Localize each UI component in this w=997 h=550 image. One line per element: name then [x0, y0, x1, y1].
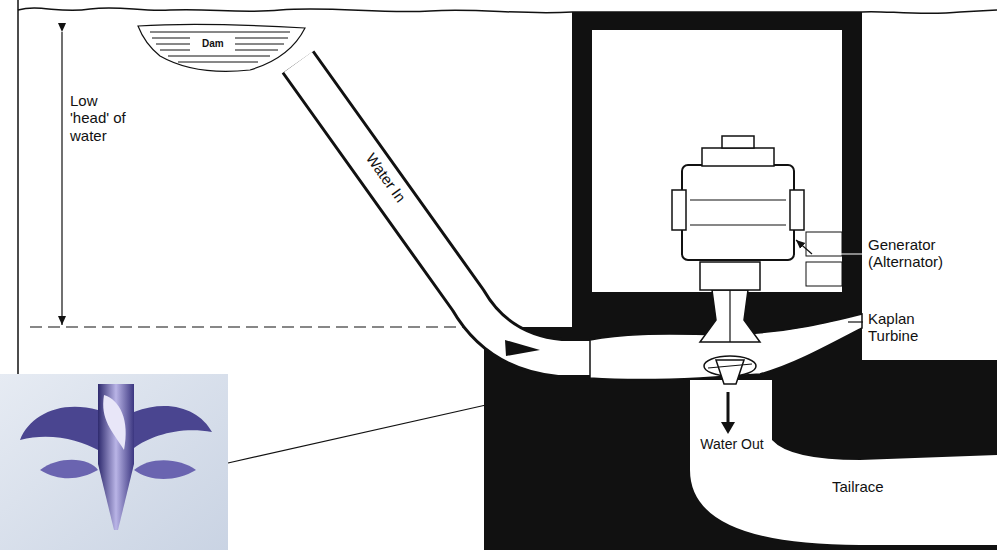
- part-label: Tailrace: [832, 478, 884, 495]
- flow-label: Water Out: [696, 436, 768, 452]
- head-label: Low 'head' of water: [68, 92, 142, 144]
- part-label: Generator (Alternator): [868, 236, 980, 271]
- part-label: Kaplan Turbine: [868, 310, 968, 345]
- lake-label: Dam: [200, 38, 226, 50]
- turbine-inset: [20, 384, 212, 530]
